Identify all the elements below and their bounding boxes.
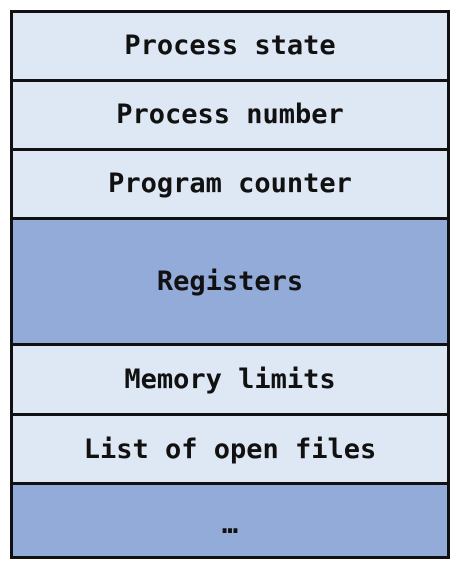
field-process-number: Process number xyxy=(13,81,447,151)
field-registers: Registers xyxy=(13,219,447,347)
field-ellipsis: … xyxy=(13,485,447,557)
process-control-block: Process state Process number Program cou… xyxy=(10,10,450,559)
field-process-state: Process state xyxy=(13,13,447,82)
field-list-of-open-files: List of open files xyxy=(13,416,447,486)
field-program-counter: Program counter xyxy=(13,150,447,220)
field-memory-limits: Memory limits xyxy=(13,346,447,417)
